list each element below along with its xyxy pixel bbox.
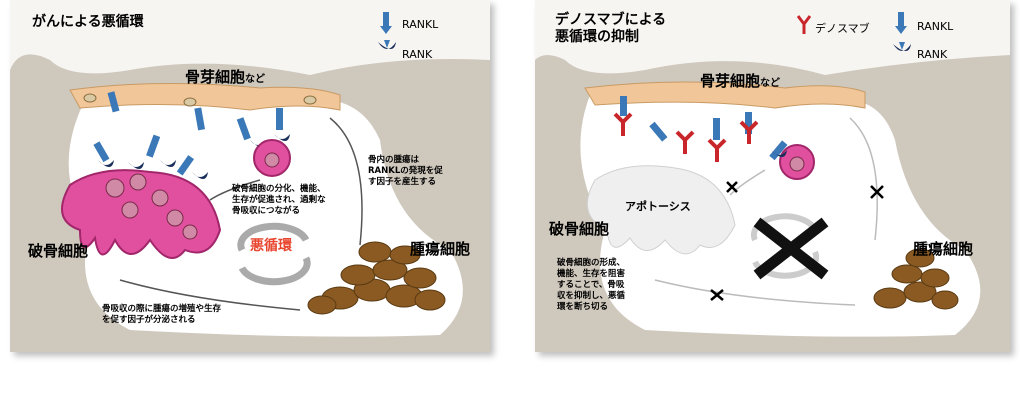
right-rankl-arrows — [620, 96, 788, 161]
osteoblast-layer — [69, 82, 341, 111]
right-osteoblast-label: 骨芽細胞など — [700, 70, 780, 91]
vicious-cycle-label: 悪循環 — [250, 238, 292, 254]
blocked-cycle-symbol — [750, 213, 829, 280]
right-tumor-cell-cluster — [873, 248, 959, 310]
osteoblast-nucleus — [83, 93, 97, 103]
legend-rank-label: RANK — [402, 48, 433, 61]
right-osteoblast-layer — [584, 81, 866, 109]
tumor-cell-cluster — [307, 241, 446, 315]
tumor-cell-label: 腫瘍細胞 — [410, 240, 471, 258]
precursor-nucleus — [264, 152, 280, 168]
flow-arrows — [119, 117, 363, 311]
rankl-arrows — [93, 91, 283, 176]
left-top-background — [10, 0, 490, 75]
right-panel-denosumab: デノスマブによる 悪循環の抑制 デノスマブ RANKL RANK 骨芽細胞など … — [535, 0, 1010, 352]
left-title: がんによる悪循環 — [32, 14, 144, 30]
right-rank-receptor — [771, 150, 787, 157]
right-diagram-canvas — [535, 0, 1010, 337]
apoptotic-osteoclast — [586, 165, 736, 255]
denosumab-antibodies — [613, 112, 759, 162]
right-title: デノスマブによる 悪循環の抑制 — [555, 12, 667, 45]
left-diagram-canvas — [10, 0, 490, 337]
note-inhibition: 破骨細胞の形成、 機能、生存を阻害 することで、骨吸 収を抑制し、悪循 環を断ち… — [557, 258, 626, 312]
right-osteoclast-label: 破骨細胞 — [549, 220, 610, 238]
left-panel-vicious-cycle: がんによる悪循環 RANKL RANK 骨芽細胞など 破骨細胞 腫瘍細胞 悪循環… — [10, 0, 490, 352]
block-x-marks — [710, 181, 884, 301]
vicious-cycle-symbol — [237, 222, 311, 286]
right-legend-rankl-label: RANKL — [917, 20, 954, 33]
note-tumor-rankl: 骨内の腫瘍は RANKLの発現を促 す因子を産生する — [368, 155, 443, 187]
right-osteoblast-label-text: 骨芽細胞 — [700, 72, 761, 90]
apoptosis-label: アポトーシス — [625, 200, 691, 213]
right-legend-rank-label: RANK — [917, 48, 948, 61]
legend-denosumab-label: デノスマブ — [815, 22, 870, 35]
osteoclast-nuclei — [105, 173, 198, 240]
legend-rankl-label: RANKL — [402, 18, 439, 31]
osteoclast-label: 破骨細胞 — [28, 242, 89, 260]
right-inhibited-arrows — [654, 117, 878, 306]
note-differentiation: 破骨細胞の分化、機能、 生存が促進され、過剰な 骨吸収につながる — [232, 184, 326, 216]
osteoblast-label-text: 骨芽細胞 — [185, 68, 246, 86]
right-tumor-cell-label: 腫瘍細胞 — [913, 240, 974, 258]
note-bone-resorption: 骨吸収の際に腫瘍の増殖や生存 を促す因子が分泌される — [102, 304, 222, 325]
right-osteoblast-label-suffix: など — [760, 78, 781, 89]
osteoblast-label-suffix: など — [245, 74, 266, 85]
right-top-background — [535, 0, 1010, 75]
right-precursor-nucleus — [789, 156, 805, 172]
osteoblast-nucleus — [183, 97, 197, 107]
osteoblast-label: 骨芽細胞など — [185, 66, 265, 87]
osteoclast-cell — [61, 169, 222, 259]
osteoblast-nucleus — [303, 95, 317, 105]
